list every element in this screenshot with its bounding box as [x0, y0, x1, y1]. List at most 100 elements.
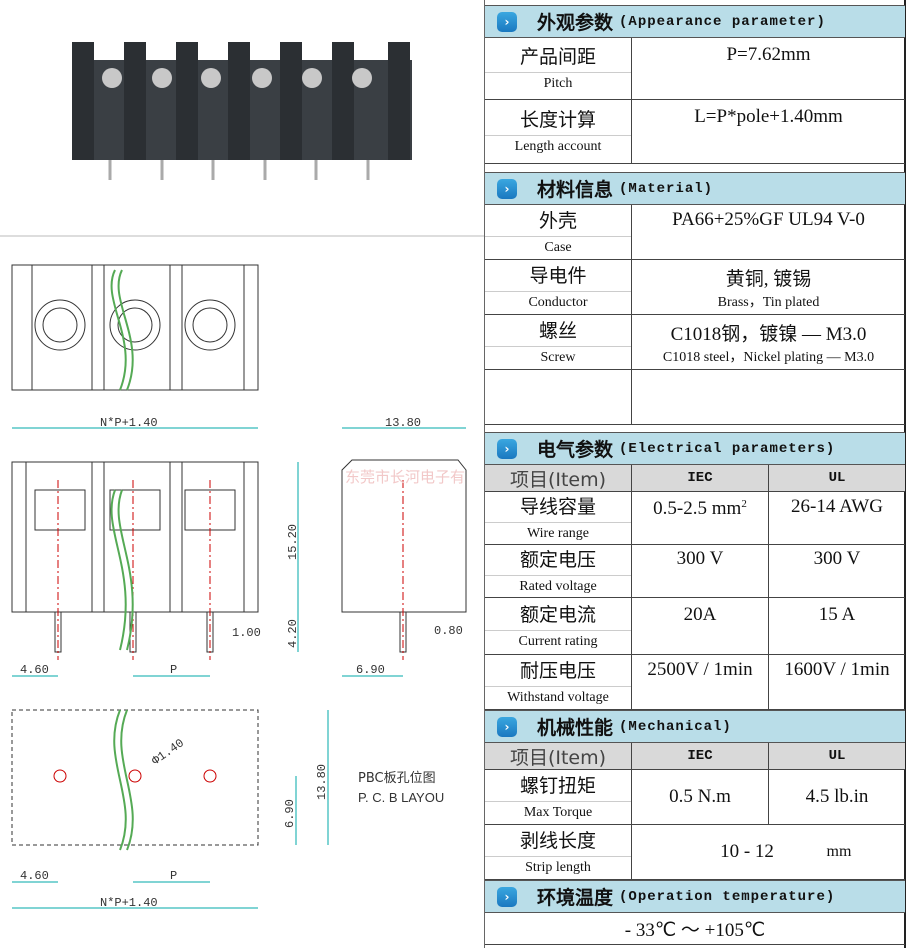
technical-drawing: N*P+1.40 13.80 15.20 4.20 1.00 0.80 4.60…	[0, 42, 484, 910]
cell-text: - 33℃ ～ +105℃	[624, 920, 766, 941]
dim-edge: 4.60	[20, 663, 49, 677]
section-material: › 材料信息 (Material)	[485, 172, 905, 205]
dim-pcb-half: 6.90	[283, 799, 297, 828]
cell-text: C1018钢，镀镍 — M3.0	[670, 323, 867, 345]
dim-pcb-pitch: P	[170, 869, 177, 883]
cell-text: 额定电压	[519, 548, 596, 571]
dim-pcb-height: 13.80	[315, 764, 329, 800]
table-cell: 耐压电压 Withstand voltage	[485, 655, 632, 709]
table-cell: 额定电流 Current rating	[485, 598, 632, 654]
cell-text: 300 V	[813, 548, 861, 569]
section-mechanical: › 机械性能 (Mechanical)	[485, 710, 905, 743]
cell-text: UL	[828, 470, 846, 486]
drawing-panel: N*P+1.40 13.80 15.20 4.20 1.00 0.80 4.60…	[0, 42, 484, 910]
cell-text: Screw	[485, 345, 631, 369]
chevron-icon: ›	[497, 11, 517, 32]
cell-text: (Material)	[619, 180, 714, 197]
cell-text: Case	[485, 235, 631, 259]
cell-text: 1600V / 1min	[784, 659, 890, 680]
cell-text: (Appearance parameter)	[619, 13, 826, 30]
cell-text: Withstand voltage	[485, 685, 631, 709]
cell-text: Wire range	[485, 521, 631, 545]
cell-text: (Mechanical)	[619, 718, 732, 735]
cell-text: 产品间距	[519, 46, 596, 68]
dim-total-bottom: N*P+1.40	[100, 896, 158, 910]
chevron-icon: ›	[497, 438, 517, 459]
section-appearance: ›外观参数(Appearance parameter)	[485, 5, 905, 38]
cell-text: Length account	[485, 135, 631, 158]
chevron-icon: ›	[497, 178, 517, 199]
dim-side-pin: 0.80	[434, 624, 463, 638]
cell-text: 0.5 N.m	[632, 770, 769, 824]
cell-text: 项目(Item)	[485, 743, 632, 769]
chevron-icon: ›	[497, 716, 517, 737]
cell-text: (Electrical parameters)	[619, 440, 836, 457]
product-photo	[72, 42, 412, 180]
cell-text: Conductor	[485, 290, 631, 314]
cell-text: 15 A	[818, 604, 856, 625]
cell-text: 额定电流	[519, 603, 596, 626]
cell-text: P=7.62mm	[726, 44, 811, 65]
table-cell: 长度计算 Length account	[485, 100, 632, 163]
table-cell: 导线容量 Wire range	[485, 492, 632, 544]
row-case: 外壳 Case PA66+25%GF UL94 V-0	[485, 205, 905, 260]
cell-text: 黄铜, 镀锡	[725, 268, 812, 290]
cell-text: Max Torque	[485, 800, 631, 824]
cell-text: 0.5-2.5 mm	[653, 498, 742, 519]
dim-pin-width: 1.00	[232, 626, 261, 640]
table-cell: 剥线长度 Strip length	[485, 825, 632, 879]
dim-pin-length: 4.20	[286, 619, 300, 648]
cell-text: UL	[828, 748, 846, 764]
cell-text: 环境温度	[537, 887, 614, 909]
dim-hole: Φ1.40	[149, 736, 187, 768]
cell-text: 螺钉扭矩	[519, 774, 596, 797]
cell-text: 耐压电压	[519, 659, 596, 682]
cell-text: PA66+25%GF UL94 V-0	[672, 209, 865, 230]
cell-text: Brass，Tin plated	[717, 294, 820, 310]
cell-text: Strip length	[485, 855, 631, 879]
cell-text: 材料信息	[537, 179, 614, 201]
pcb-label-cn: PBC板孔位图	[358, 771, 436, 786]
dim-total-top: N*P+1.40	[100, 416, 158, 430]
row-empty	[485, 370, 905, 425]
cell-text: 2500V / 1min	[632, 655, 769, 709]
cell-text: 剥线长度	[519, 829, 596, 852]
cell-text: (Operation temperature)	[619, 888, 836, 905]
electrical-header: 项目(Item)IEC UL	[485, 465, 905, 492]
cell-text: mm	[826, 843, 852, 860]
cell-text: IEC	[632, 743, 769, 769]
table-cell: 黄铜, 镀锡 Brass，Tin plated	[632, 260, 905, 314]
section-electrical: › 电气参数 (Electrical parameters)	[485, 432, 905, 465]
cell-text: 导线容量	[519, 495, 596, 518]
cell-text: 4.5 lb.in	[805, 786, 869, 807]
cell-text: 300 V	[632, 545, 769, 597]
dim-side-width: 13.80	[385, 416, 421, 430]
cell-text: IEC	[632, 465, 769, 491]
watermark: 东莞市长河电子有	[345, 468, 465, 486]
cell-text: 电气参数	[537, 439, 614, 461]
cell-text: 20A	[632, 598, 769, 654]
cell-text: 2	[741, 498, 747, 510]
cell-text: 机械性能	[537, 717, 614, 739]
chevron-icon: ›	[497, 886, 517, 907]
cell-text: 项目(Item)	[485, 465, 632, 491]
cell-text: Current rating	[485, 629, 631, 653]
cell-text: 长度计算	[519, 109, 596, 131]
cell-text: 外壳	[538, 209, 577, 232]
dim-side-offset: 6.90	[356, 663, 385, 677]
